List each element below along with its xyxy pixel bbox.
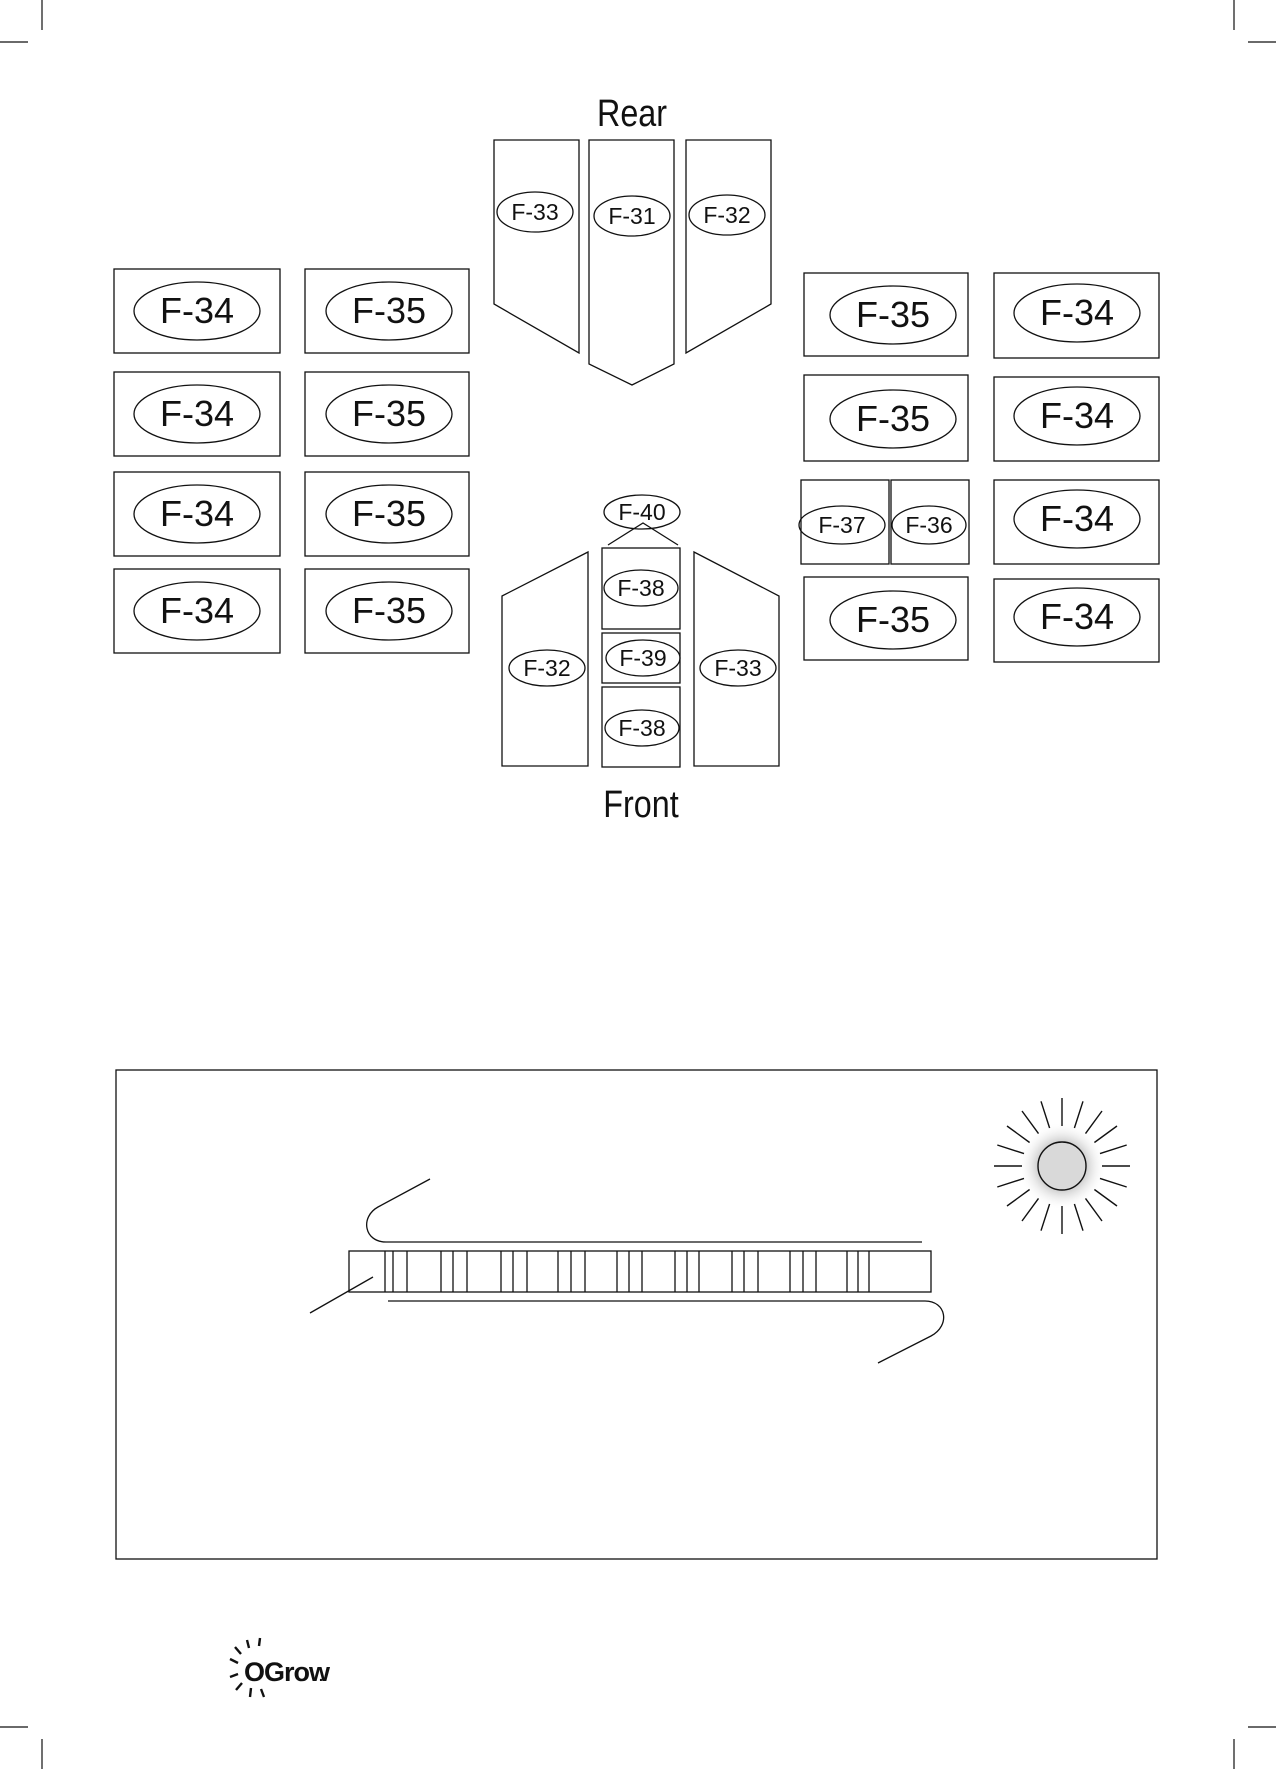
sun-icon bbox=[994, 1098, 1130, 1234]
right-row-4-outer-label: F-34 bbox=[1040, 596, 1114, 637]
right-row-4: F-35 F-34 bbox=[804, 577, 1159, 662]
left-row-2-outer-label: F-34 bbox=[160, 393, 234, 434]
front-panel-center-bottom: F-38 bbox=[602, 687, 680, 767]
front-panel-left: F-32 bbox=[502, 552, 588, 766]
sheet-ribs bbox=[385, 1251, 869, 1292]
front-panel-right-label: F-33 bbox=[714, 655, 761, 681]
right-row-4-inner-label: F-35 bbox=[856, 599, 930, 640]
front-panel-center-top-label: F-38 bbox=[617, 575, 664, 601]
front-panel-left-label: F-32 bbox=[523, 655, 570, 681]
logo-trademark: . bbox=[319, 1668, 323, 1684]
top-arrow-line bbox=[367, 1179, 922, 1242]
right-row-1-outer-label: F-34 bbox=[1040, 292, 1114, 333]
left-row-4: F-34 F-35 bbox=[114, 569, 469, 653]
left-pointer-line bbox=[310, 1277, 373, 1313]
rear-panel-left-label: F-33 bbox=[511, 199, 558, 225]
left-row-1-outer-label: F-34 bbox=[160, 290, 234, 331]
front-panel-center-mid-label: F-39 bbox=[619, 645, 666, 671]
sun-ray bbox=[997, 1145, 1024, 1154]
right-row-2-outer-label: F-34 bbox=[1040, 395, 1114, 436]
sun-ray bbox=[1022, 1198, 1039, 1221]
left-row-3-outer-label: F-34 bbox=[160, 493, 234, 534]
right-row-3: F-37 F-36 F-34 bbox=[799, 480, 1159, 564]
sun-ray bbox=[1086, 1111, 1103, 1134]
left-row-2: F-34 F-35 bbox=[114, 372, 469, 456]
front-panel-center-top: F-38 bbox=[602, 548, 680, 629]
sun-ray bbox=[1007, 1190, 1030, 1207]
left-row-4-inner-label: F-35 bbox=[352, 590, 426, 631]
sun-ray bbox=[1100, 1178, 1127, 1187]
sun-ray bbox=[1094, 1190, 1117, 1207]
sun-ray bbox=[1007, 1126, 1030, 1143]
right-side-panels: F-35 F-34 F-35 F-34 F-37 F-36 bbox=[799, 273, 1159, 662]
sun-ray bbox=[1041, 1204, 1050, 1231]
left-row-1: F-34 F-35 bbox=[114, 269, 469, 353]
front-panel-center-mid: F-39 bbox=[602, 633, 680, 683]
bottom-arrow-line bbox=[388, 1301, 944, 1363]
right-row-1-inner-label: F-35 bbox=[856, 294, 930, 335]
left-row-3-inner-label: F-35 bbox=[352, 493, 426, 534]
sheet-orientation-illustration bbox=[116, 1070, 1157, 1559]
right-row-3-f37-label: F-37 bbox=[818, 512, 865, 538]
sun-ray bbox=[1100, 1145, 1127, 1154]
rear-panel-left: F-33 bbox=[494, 140, 579, 353]
sun-ray bbox=[1074, 1204, 1083, 1231]
sun-ray bbox=[1022, 1111, 1039, 1134]
ogrow-logo: OGrow . bbox=[230, 1638, 331, 1697]
rear-panel-right: F-32 bbox=[686, 140, 771, 353]
sun-ray bbox=[1086, 1198, 1103, 1221]
right-row-3-f36-label: F-36 bbox=[905, 512, 952, 538]
front-panel-top-cap: F-40 bbox=[604, 495, 680, 545]
sun-ray bbox=[997, 1178, 1024, 1187]
sun-ray bbox=[1041, 1101, 1050, 1128]
front-panel-top-cap-label: F-40 bbox=[618, 499, 665, 525]
polycarbonate-sheet bbox=[349, 1251, 931, 1292]
left-row-4-outer-label: F-34 bbox=[160, 590, 234, 631]
right-row-2: F-35 F-34 bbox=[804, 375, 1159, 461]
front-panel-center-bottom-label: F-38 bbox=[618, 715, 665, 741]
rear-panel-center: F-31 bbox=[589, 140, 674, 385]
left-row-2-inner-label: F-35 bbox=[352, 393, 426, 434]
rear-label: Rear bbox=[597, 93, 667, 135]
sun-ray bbox=[1074, 1101, 1083, 1128]
right-row-3-outer-label: F-34 bbox=[1040, 498, 1114, 539]
rear-panel-right-label: F-32 bbox=[703, 202, 750, 228]
left-row-3: F-34 F-35 bbox=[114, 472, 469, 556]
right-row-2-inner-label: F-35 bbox=[856, 398, 930, 439]
left-side-panels: F-34 F-35 F-34 F-35 F-34 F-35 bbox=[114, 269, 469, 653]
front-panel-right: F-33 bbox=[694, 552, 779, 766]
logo-wordmark: OGrow bbox=[244, 1657, 331, 1687]
left-row-1-inner-label: F-35 bbox=[352, 290, 426, 331]
rear-panel-center-label: F-31 bbox=[608, 203, 655, 229]
right-row-1: F-35 F-34 bbox=[804, 273, 1159, 358]
front-label: Front bbox=[603, 784, 679, 826]
sun-ray bbox=[1094, 1126, 1117, 1143]
